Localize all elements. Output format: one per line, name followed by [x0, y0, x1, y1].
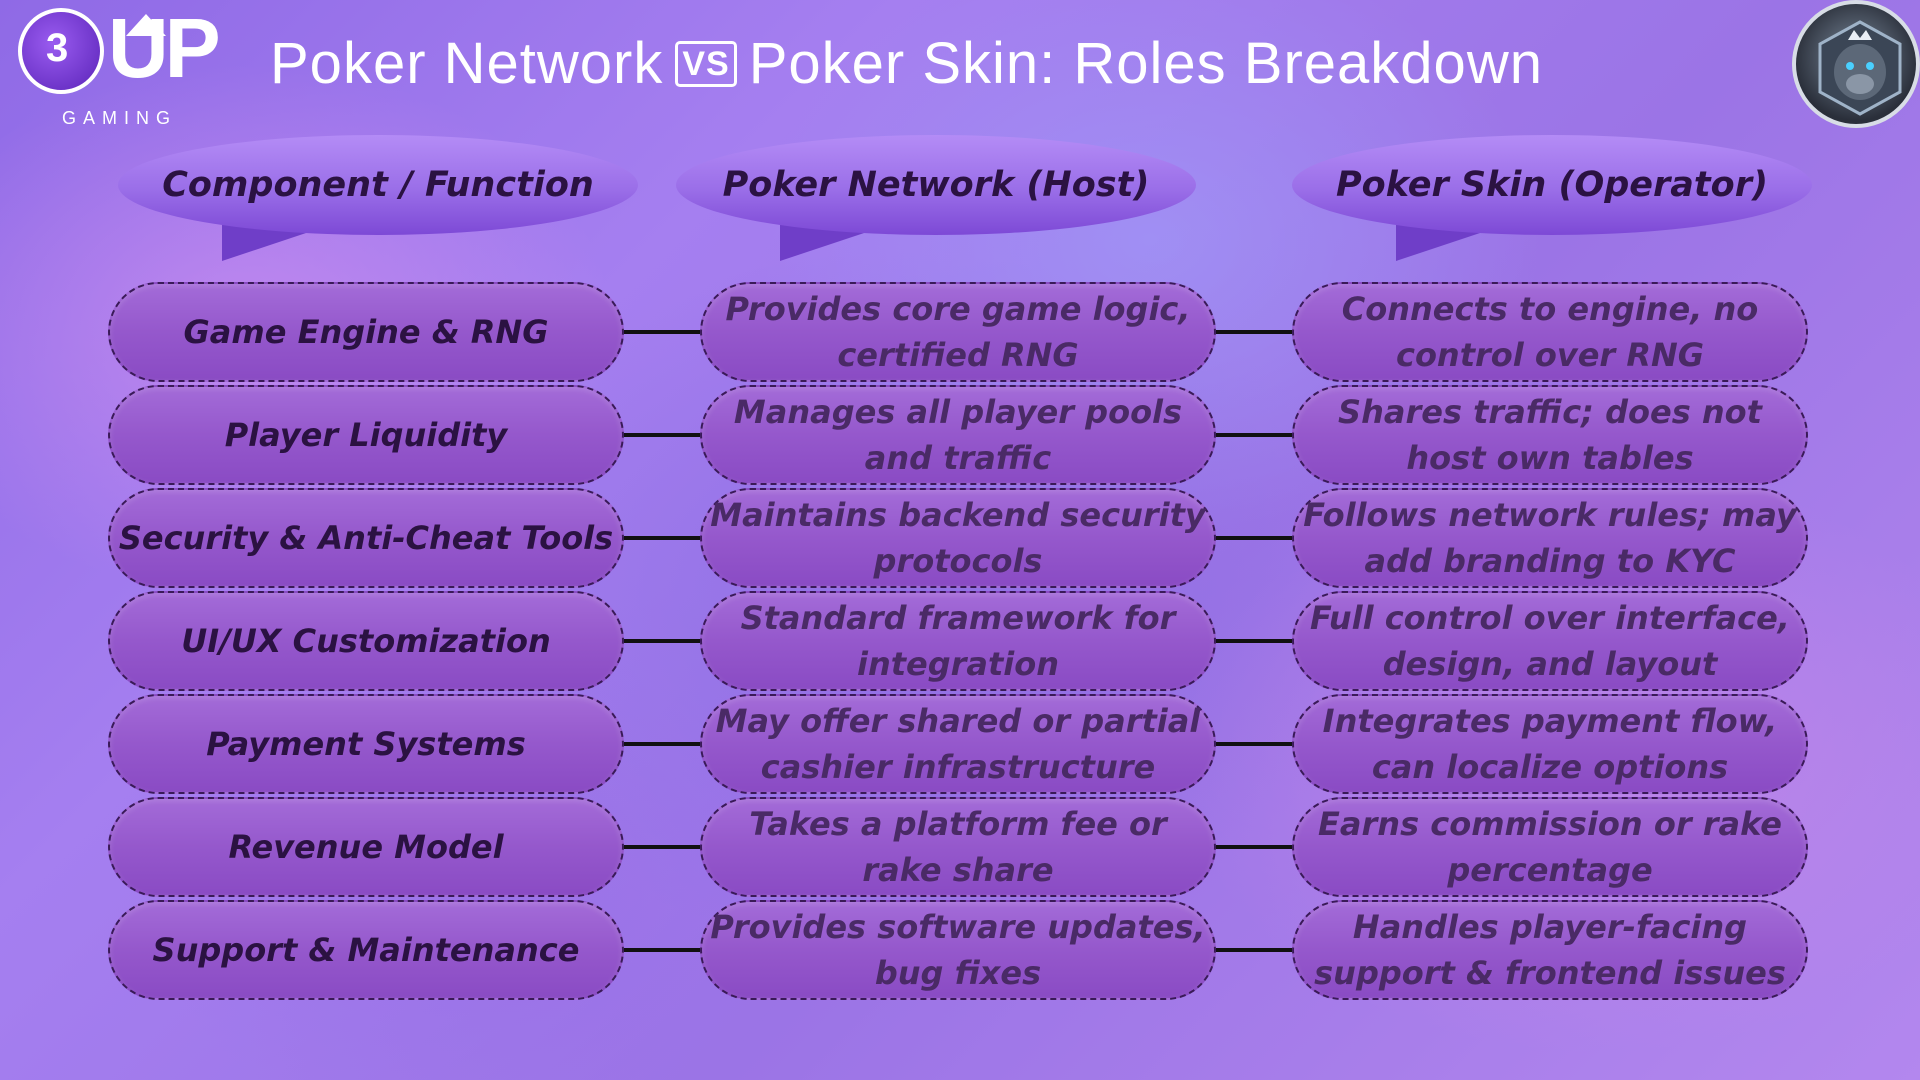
row-connector	[1216, 433, 1292, 437]
row-connector	[624, 742, 700, 746]
skin-cell: Shares traffic; does not host own tables	[1292, 385, 1808, 485]
skin-cell-text: Follows network rules; may add branding …	[1303, 496, 1797, 580]
skin-cell: Full control over interface, design, and…	[1292, 591, 1808, 691]
skin-cell-text: Shares traffic; does not host own tables	[1338, 393, 1762, 477]
row-connector	[624, 536, 700, 540]
component-cell: Player Liquidity	[108, 385, 624, 485]
component-cell-text: Game Engine & RNG	[183, 313, 549, 351]
component-cell-text: Player Liquidity	[224, 416, 508, 454]
network-cell-text: Takes a platform fee or rake share	[749, 805, 1167, 889]
network-cell: Provides software updates, bug fixes	[700, 900, 1216, 1000]
network-cell: Standard framework for integration	[700, 591, 1216, 691]
column-header-network: Poker Network (Host)	[722, 165, 1150, 205]
skin-cell: Earns commission or rake percentage	[1292, 797, 1808, 897]
row-connector	[1216, 639, 1292, 643]
logo-subtitle: GAMING	[62, 108, 178, 128]
title-left: Poker Network	[270, 31, 664, 96]
network-cell: Maintains backend security protocols	[700, 488, 1216, 588]
network-cell: Provides core game logic, certified RNG	[700, 282, 1216, 382]
network-cell-text: Manages all player pools and traffic	[733, 393, 1183, 477]
network-cell-text: May offer shared or partial cashier infr…	[715, 702, 1201, 786]
component-cell: UI/UX Customization	[108, 591, 624, 691]
network-cell-text: Provides software updates, bug fixes	[710, 908, 1206, 992]
skin-cell: Follows network rules; may add branding …	[1292, 488, 1808, 588]
vs-icon: VS	[675, 41, 737, 87]
component-cell-text: Security & Anti-Cheat Tools	[118, 519, 614, 557]
network-cell: Manages all player pools and traffic	[700, 385, 1216, 485]
column-header-skin: Poker Skin (Operator)	[1336, 165, 1768, 205]
gorilla-badge-icon	[1792, 0, 1920, 128]
row-connector	[1216, 948, 1292, 952]
row-connector	[1216, 845, 1292, 849]
component-cell: Payment Systems	[108, 694, 624, 794]
component-cell-text: Payment Systems	[206, 725, 526, 763]
network-cell-text: Standard framework for integration	[740, 599, 1176, 683]
row-connector	[1216, 330, 1292, 334]
skin-cell-text: Connects to engine, no control over RNG	[1341, 290, 1759, 374]
skin-cell-text: Handles player-facing support & frontend…	[1314, 908, 1786, 992]
skin-cell: Integrates payment flow, can localize op…	[1292, 694, 1808, 794]
network-cell-text: Provides core game logic, certified RNG	[725, 290, 1191, 374]
skin-cell-text: Integrates payment flow, can localize op…	[1322, 702, 1778, 786]
component-cell: Game Engine & RNG	[108, 282, 624, 382]
row-connector	[624, 948, 700, 952]
row-connector	[1216, 742, 1292, 746]
up-arrow-icon	[126, 14, 166, 36]
component-cell-text: UI/UX Customization	[181, 622, 551, 660]
logo-circle-icon	[18, 8, 104, 94]
row-connector	[624, 433, 700, 437]
component-cell: Revenue Model	[108, 797, 624, 897]
logo-number: 3	[46, 26, 69, 70]
skin-cell: Handles player-facing support & frontend…	[1292, 900, 1808, 1000]
skin-cell-text: Full control over interface, design, and…	[1310, 599, 1790, 683]
component-cell-text: Revenue Model	[228, 828, 504, 866]
skin-cell: Connects to engine, no control over RNG	[1292, 282, 1808, 382]
brand-logo: 3 UP GAMING	[18, 6, 228, 128]
row-connector	[1216, 536, 1292, 540]
row-connector	[624, 639, 700, 643]
title-right: Poker Skin: Roles Breakdown	[748, 31, 1543, 96]
row-connector	[624, 845, 700, 849]
component-cell: Security & Anti-Cheat Tools	[108, 488, 624, 588]
skin-cell-text: Earns commission or rake percentage	[1318, 805, 1782, 889]
network-cell: Takes a platform fee or rake share	[700, 797, 1216, 897]
network-cell: May offer shared or partial cashier infr…	[700, 694, 1216, 794]
network-cell-text: Maintains backend security protocols	[710, 496, 1206, 580]
component-cell-text: Support & Maintenance	[152, 931, 580, 969]
row-connector	[624, 330, 700, 334]
column-header-component: Component / Function	[162, 165, 594, 205]
component-cell: Support & Maintenance	[108, 900, 624, 1000]
